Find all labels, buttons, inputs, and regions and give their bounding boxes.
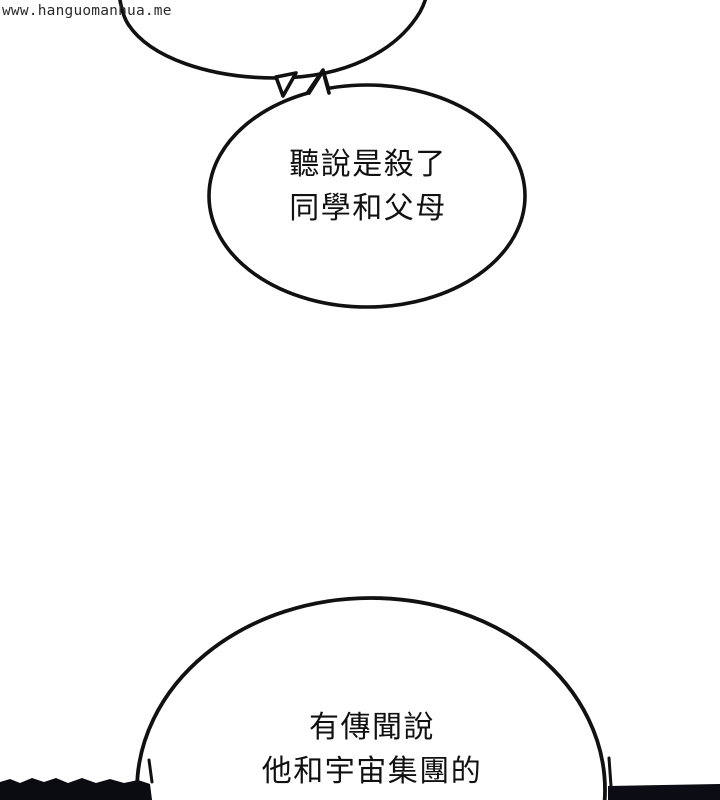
bubble-top-body bbox=[118, 0, 428, 80]
bubble-main-line-1: 聽說是殺了 bbox=[289, 147, 447, 182]
ink-stroke-left bbox=[147, 758, 154, 784]
dark-silhouette-left bbox=[0, 778, 152, 800]
bubble-main-text: 聽說是殺了 同學和父母 bbox=[210, 143, 526, 231]
ink-stroke-right bbox=[607, 756, 613, 788]
bubble-main-tail-edge-right bbox=[321, 69, 331, 95]
bubble-main-tail-edge-left bbox=[307, 69, 325, 95]
speech-bubble-main bbox=[207, 68, 527, 309]
bubble-top-tail bbox=[274, 71, 298, 98]
site-watermark: www.hanguomanhua.me bbox=[2, 3, 172, 19]
dark-silhouette-right bbox=[608, 784, 720, 800]
bubble-main-line-2: 同學和父母 bbox=[289, 191, 447, 226]
bubble-main-body bbox=[207, 83, 527, 309]
speech-bubble-top-cropped bbox=[118, 0, 428, 98]
bubble-bottom-line-1: 有傳聞說 bbox=[309, 710, 435, 745]
bottom-silhouettes bbox=[0, 756, 720, 800]
bubble-bottom-line-2: 他和宇宙集團的 bbox=[261, 754, 483, 789]
bubble-bottom-text: 有傳聞說 他和宇宙集團的 bbox=[138, 706, 606, 794]
